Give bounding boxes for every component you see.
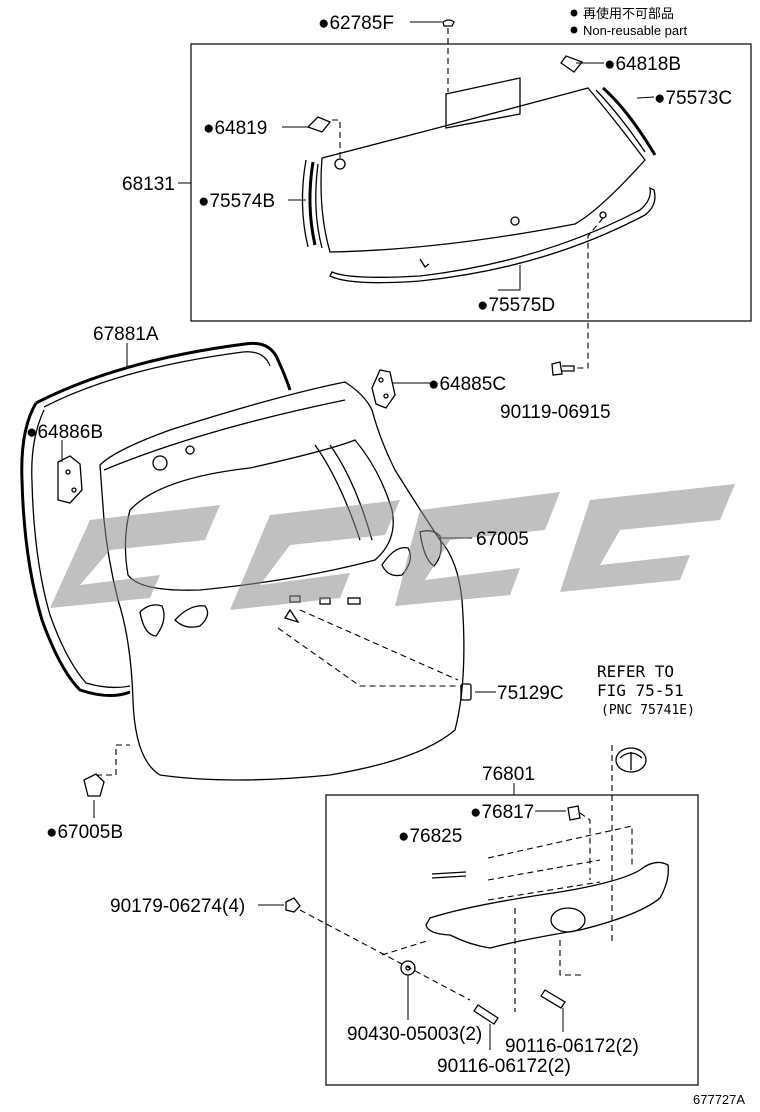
watermark-logo (50, 484, 735, 610)
part-number: 64885C (439, 374, 506, 395)
callout-90179-06274: 90179-06274(4) (110, 896, 245, 917)
svg-text:●76825: ●76825 (398, 826, 462, 847)
callout-75129c: 75129C (497, 683, 564, 704)
non-reusable-marker-icon: ● (398, 826, 409, 847)
part-number: 64818B (615, 54, 681, 75)
hinge-64885c (371, 369, 396, 409)
part-number: 75573C (665, 88, 732, 109)
non-reusable-marker-icon: ● (46, 822, 57, 843)
hinge-64886b (57, 455, 83, 504)
svg-text:●76817: ●76817 (470, 802, 534, 823)
svg-text:●62785F: ●62785F (318, 13, 394, 34)
non-reusable-marker-icon: ● (477, 295, 488, 316)
legend-bullet-icon (570, 26, 578, 34)
part-number: 64886B (37, 422, 103, 443)
molding-75573c (602, 86, 657, 156)
svg-text:●64885C: ●64885C (428, 374, 506, 395)
legend: 再使用不可部品 Non-reusable part (570, 6, 687, 38)
callout-64819: ●64819 (203, 118, 267, 139)
non-reusable-marker-icon: ● (198, 191, 209, 212)
stopper-67005b (83, 773, 105, 797)
refer-note: REFER TO FIG 75-51 (PNC 75741E) (597, 662, 695, 718)
callout-68131: 68131 (122, 174, 175, 195)
molding-75574b (308, 161, 317, 246)
non-reusable-marker-icon: ● (428, 374, 439, 395)
non-reusable-marker-icon: ● (654, 88, 665, 109)
nameplate-76825 (431, 871, 467, 879)
svg-text:●75574B: ●75574B (198, 191, 275, 212)
non-reusable-marker-icon: ● (203, 118, 214, 139)
refer-line-3: (PNC 75741E) (601, 703, 695, 718)
washer-90430-05003 (400, 960, 416, 976)
callout-76825: ●76825 (398, 826, 462, 847)
garnish-group-frame (325, 794, 699, 1086)
svg-text:●64819: ●64819 (203, 118, 267, 139)
non-reusable-marker-icon: ● (604, 54, 615, 75)
bolt-90116-06172-b (540, 989, 566, 1009)
svg-text:●64886B: ●64886B (26, 422, 103, 443)
part-number: 64819 (214, 118, 267, 139)
part-number: 75575D (488, 295, 555, 316)
legend-bullet-icon (570, 9, 578, 17)
part-number: 76825 (409, 826, 462, 847)
callout-90116-06172-right: 90116-06172(2) (505, 1036, 639, 1057)
bolt-90119-06915 (551, 361, 575, 376)
stopper-sheet-62785f (442, 19, 521, 129)
svg-text:●75575D: ●75575D (477, 295, 555, 316)
callout-76801: 76801 (482, 764, 535, 785)
clip-76817 (567, 805, 581, 821)
non-reusable-marker-icon: ● (470, 802, 481, 823)
callout-75573c: ●75573C (654, 88, 732, 109)
callout-67005: 67005 (476, 529, 529, 550)
glass-group-frame (190, 43, 752, 322)
callout-90430-05003: 90430-05003(2) (347, 1024, 482, 1045)
part-number: 67005B (57, 822, 123, 843)
garnish-76801 (425, 745, 669, 976)
callout-75574b: ●75574B (198, 191, 275, 212)
non-reusable-marker-icon: ● (318, 13, 329, 34)
refer-line-1: REFER TO (597, 662, 674, 681)
clip-64818b (560, 55, 584, 73)
legend-text-jp: 再使用不可部品 (583, 6, 674, 21)
clip-64819 (306, 116, 332, 133)
figure-id: 677727A (693, 1092, 745, 1107)
bolt-90116-06172-a (473, 1004, 499, 1025)
legend-text-en: Non-reusable part (583, 23, 687, 38)
callout-90116-06172-lower: 90116-06172(2) (437, 1056, 571, 1077)
callout-90119-06915: 90119-06915 (500, 402, 611, 423)
non-reusable-marker-icon: ● (26, 422, 37, 443)
callout-67881a: 67881A (93, 324, 159, 345)
callout-64818b: ●64818B (604, 54, 681, 75)
callout-76817: ●76817 (470, 802, 534, 823)
nut-90179-06274 (285, 897, 301, 913)
back-door-glass (315, 87, 646, 268)
callout-64886b: ●64886B (26, 422, 103, 443)
callout-62785f: ●62785F (318, 13, 394, 34)
svg-text:●75573C: ●75573C (654, 88, 732, 109)
cushion-75129c (460, 683, 472, 701)
svg-text:●67005B: ●67005B (46, 822, 123, 843)
part-number: 75574B (209, 191, 275, 212)
callout-75575d: ●75575D (477, 295, 555, 316)
refer-line-2: FIG 75-51 (597, 681, 684, 700)
part-number: 76817 (481, 802, 534, 823)
callout-64885c: ●64885C (428, 374, 506, 395)
callout-67005b: ●67005B (46, 822, 123, 843)
molding-75575d (329, 186, 656, 284)
svg-text:●64818B: ●64818B (604, 54, 681, 75)
part-number: 62785F (329, 13, 393, 34)
emblem-75741e (615, 747, 647, 773)
weatherstrip-67881a (20, 341, 292, 697)
